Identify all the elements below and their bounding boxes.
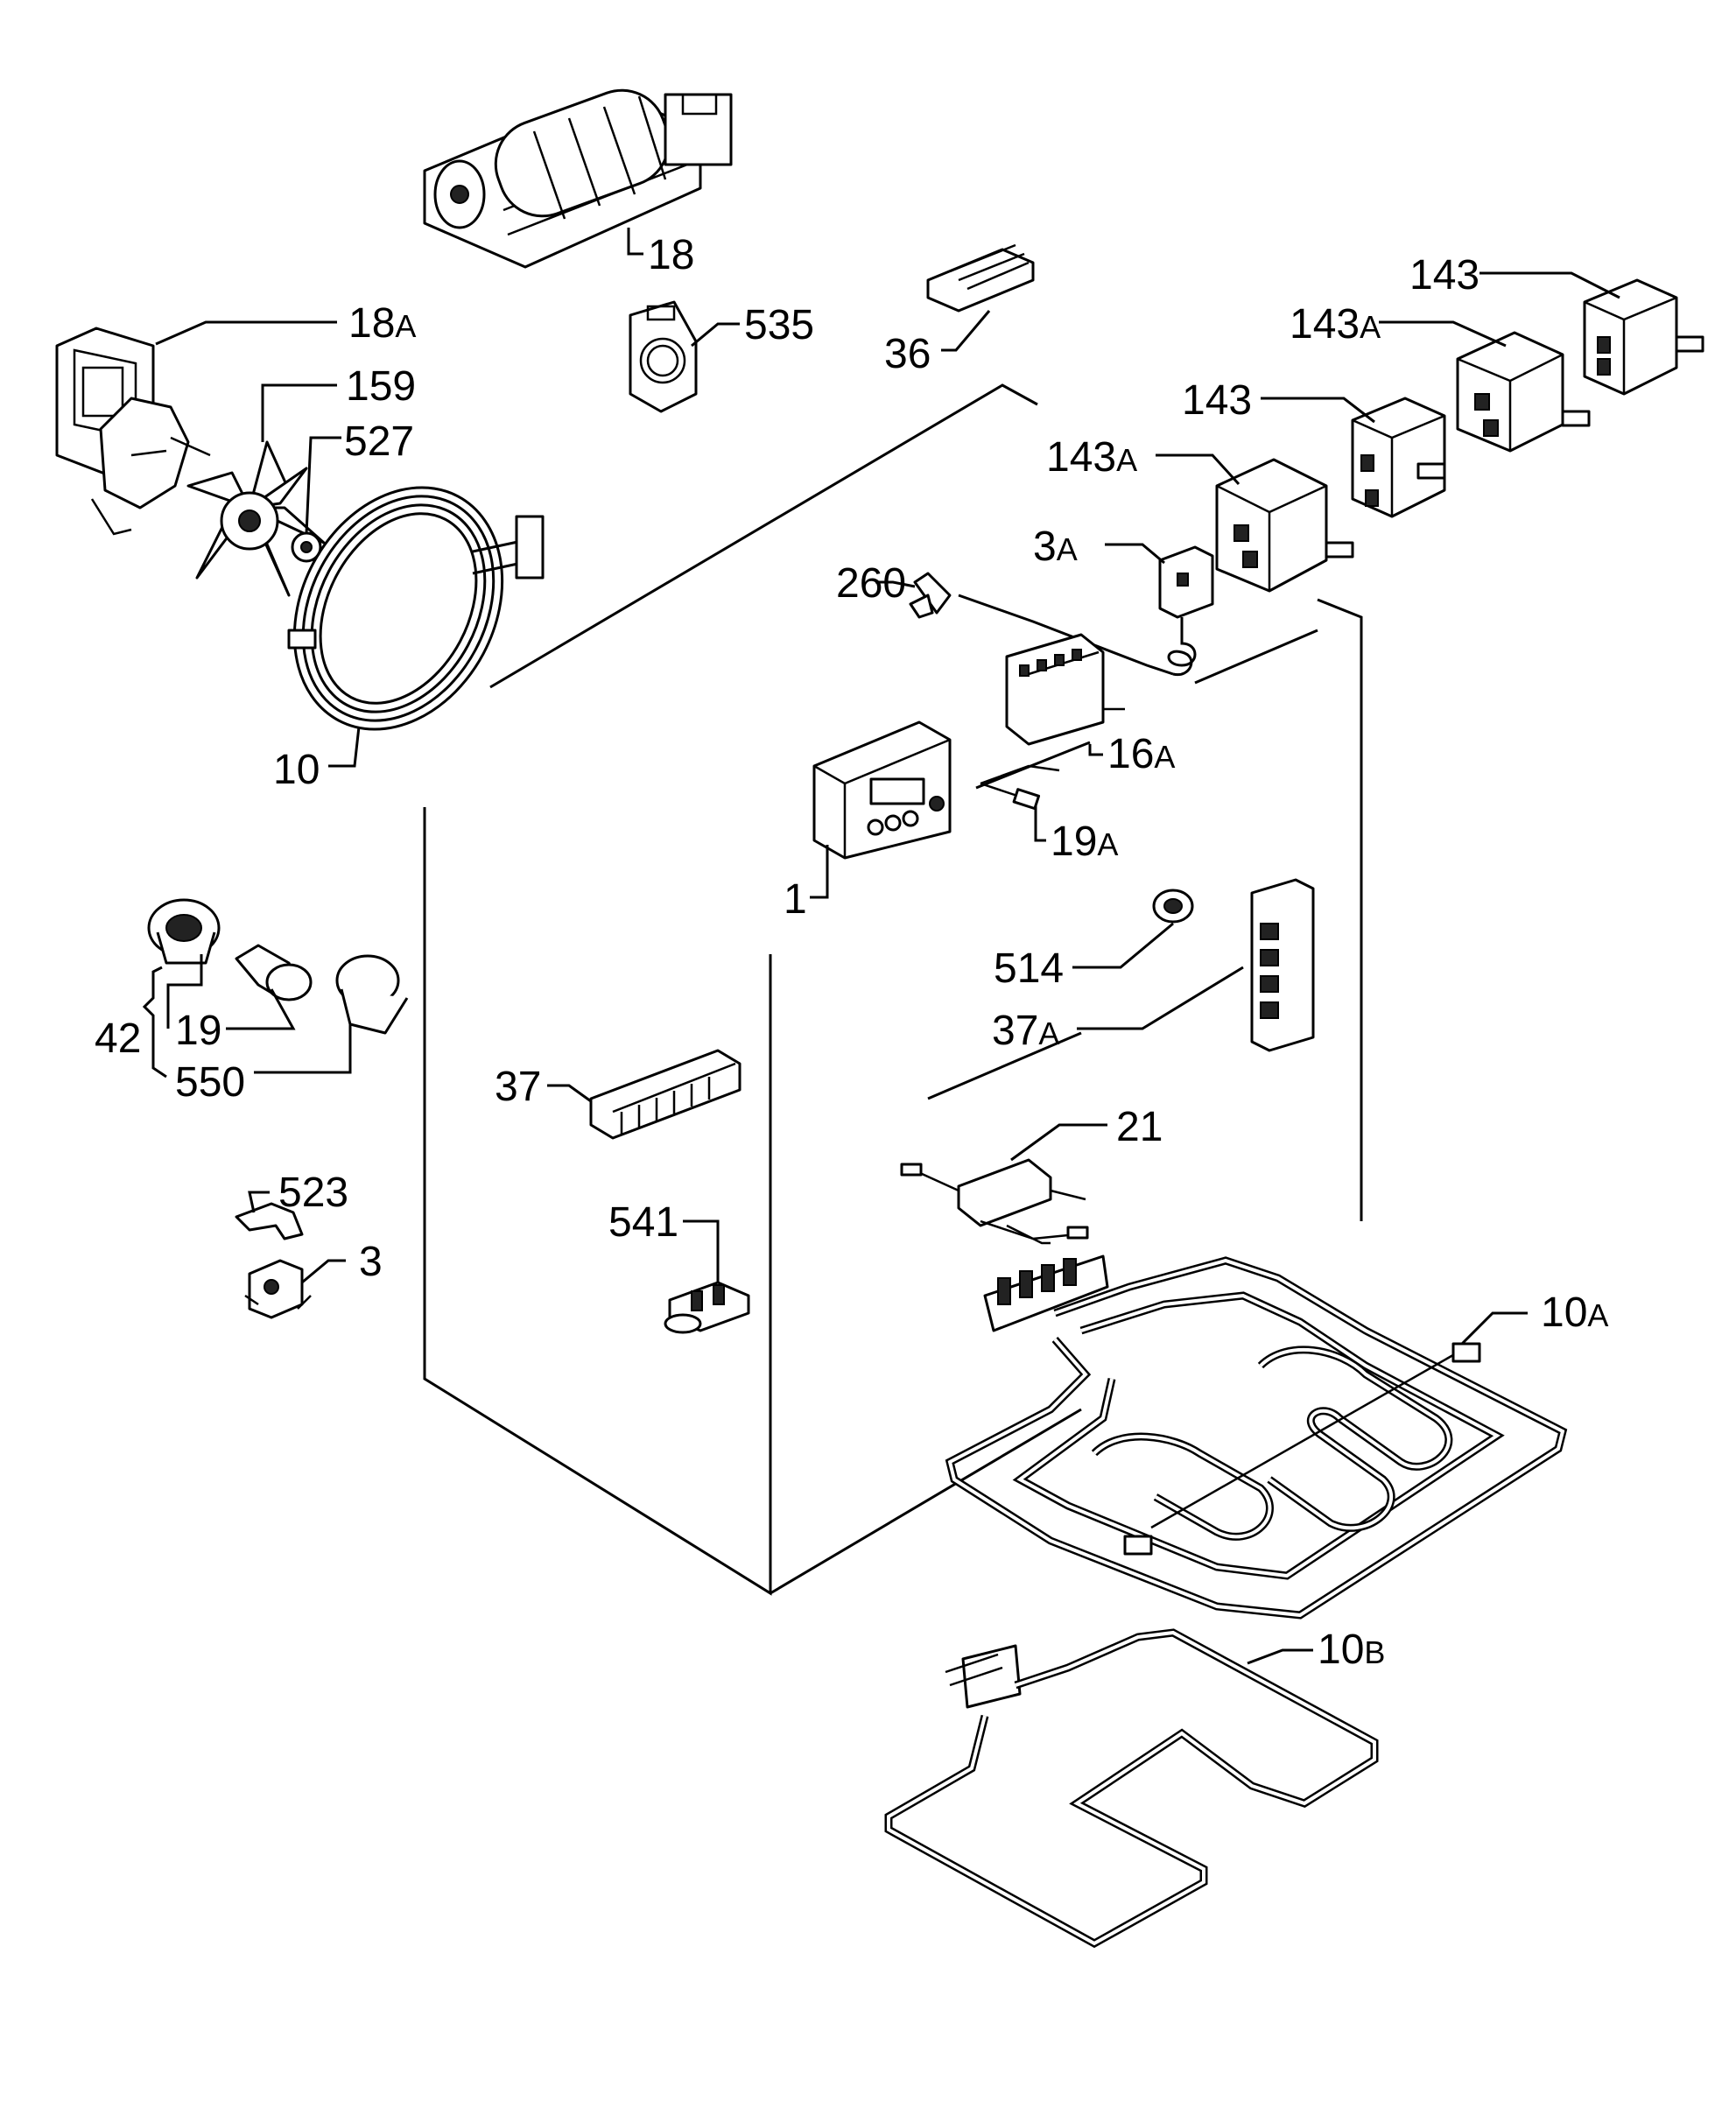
callout-514: 514	[994, 945, 1064, 992]
probe-part-260	[909, 572, 952, 619]
terminal-block-part-16a	[1005, 633, 1125, 746]
fan-motor-part-18a	[55, 327, 211, 536]
tangential-fan-part-18	[423, 88, 733, 269]
thermostat-part-3	[244, 1259, 312, 1319]
connector-strip-part-37	[589, 1049, 741, 1140]
callout-19a: 19A	[1051, 819, 1118, 865]
callout-143a-upper: 143A	[1290, 301, 1381, 348]
bottom-element-part-10b	[884, 1628, 1379, 1949]
callout-10: 10	[273, 747, 320, 793]
callout-3a: 3A	[1033, 523, 1078, 570]
switch-part-143a-lower	[1215, 458, 1354, 593]
terminal-strip-part-37a	[1250, 878, 1315, 1052]
callout-37a: 37A	[992, 1008, 1059, 1054]
callout-535: 535	[744, 302, 814, 348]
switch-part-143-mid	[1351, 397, 1446, 518]
leader-lines	[142, 228, 1620, 1665]
callout-21: 21	[1116, 1104, 1163, 1150]
callout-18: 18	[648, 232, 694, 278]
fan-blade-part-159	[186, 440, 326, 597]
callout-36: 36	[884, 331, 931, 377]
callout-19: 19	[175, 1008, 221, 1054]
lamp-cover-part-535	[629, 300, 698, 413]
lamp-glass-part-550	[335, 954, 409, 1035]
wiring-harness-part-21	[900, 1158, 1089, 1245]
callout-143a-lower: 143A	[1046, 434, 1137, 481]
lamp-holder-part-42	[147, 898, 221, 965]
callout-143-top: 143	[1409, 252, 1479, 299]
circular-element-part-10	[287, 486, 545, 731]
callout-10b: 10B	[1318, 1627, 1385, 1673]
callout-550: 550	[175, 1059, 245, 1106]
lamp-wire-part-19a	[980, 764, 1060, 811]
callout-1: 1	[784, 876, 807, 923]
callout-143-mid: 143	[1182, 377, 1252, 424]
callout-527: 527	[344, 418, 414, 465]
oven-cavity-outline	[423, 383, 1363, 1596]
callout-523: 523	[278, 1170, 348, 1216]
grommet-part-514	[1152, 889, 1194, 924]
callout-541: 541	[608, 1199, 678, 1246]
callout-16a: 16A	[1107, 731, 1175, 777]
grill-element-part-10a	[945, 1254, 1568, 1620]
switch-part-143a-upper	[1456, 331, 1591, 453]
callout-18a: 18A	[348, 300, 416, 347]
callout-3: 3	[359, 1239, 383, 1285]
callout-labels: 18 18A 159 527 10 535 36 143 143A 143 14…	[95, 232, 1608, 1673]
terminal-block-part-36	[926, 243, 1035, 313]
timer-clock-part-1	[812, 720, 952, 860]
callout-260: 260	[836, 560, 906, 607]
callout-37: 37	[495, 1064, 541, 1110]
callout-10a: 10A	[1541, 1289, 1608, 1336]
callout-159: 159	[346, 363, 416, 410]
switch-part-143-top	[1583, 278, 1704, 396]
holder-part-541	[664, 1281, 750, 1334]
bulb-part-19	[235, 944, 313, 1001]
nut-part-527	[291, 531, 322, 563]
callout-42: 42	[95, 1015, 141, 1062]
